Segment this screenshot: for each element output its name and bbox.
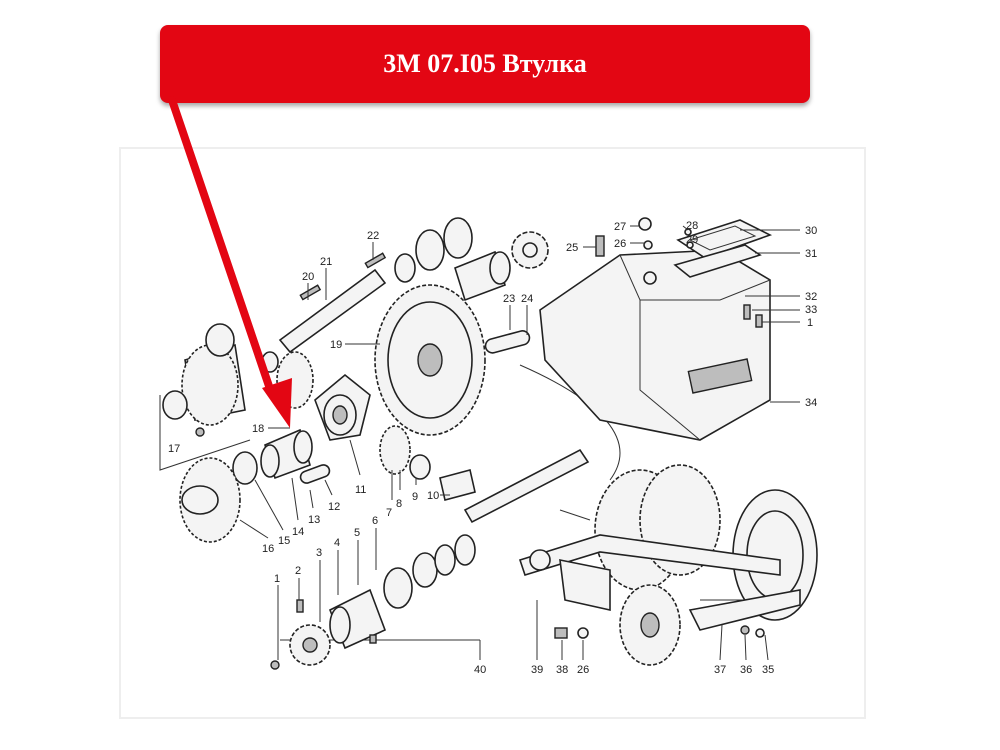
callout-12: 12 xyxy=(328,501,340,513)
bottom-left-parts xyxy=(270,534,476,670)
long-shaft xyxy=(463,448,590,524)
callout-39: 39 xyxy=(531,664,543,676)
callout-16: 16 xyxy=(262,543,274,555)
callout-4: 4 xyxy=(334,537,340,549)
callout-14: 14 xyxy=(292,526,304,538)
callout-33: 33 xyxy=(805,304,817,316)
callout-40: 40 xyxy=(474,664,486,676)
arrowhead-icon xyxy=(262,378,292,428)
callout-31: 31 xyxy=(805,248,817,260)
callout-17: 17 xyxy=(168,443,180,455)
callout-32: 32 xyxy=(805,291,817,303)
callout-38: 38 xyxy=(556,664,568,676)
callout-29: 29 xyxy=(686,234,698,246)
callout-1: 1 xyxy=(274,573,280,585)
callout-35: 35 xyxy=(762,664,774,676)
callout-3: 3 xyxy=(316,547,322,559)
callout-26b: 26 xyxy=(577,664,589,676)
callout-36: 36 xyxy=(740,664,752,676)
gearbox-assembly xyxy=(518,464,818,666)
callout-25: 25 xyxy=(566,242,578,254)
bearing-housing xyxy=(314,373,371,441)
top-sprocket xyxy=(511,231,549,269)
gear-housing xyxy=(539,249,771,441)
callout-24: 24 xyxy=(521,293,533,305)
chain-link xyxy=(484,330,531,354)
callout-26: 26 xyxy=(614,238,626,250)
top-washers xyxy=(394,217,511,302)
callout-11: 11 xyxy=(355,484,366,496)
callout-5: 5 xyxy=(354,527,360,539)
callout-9: 9 xyxy=(412,491,418,503)
callout-28: 28 xyxy=(686,220,698,232)
bolts xyxy=(595,217,763,328)
callout-19: 19 xyxy=(330,339,342,351)
washer-9 xyxy=(409,454,431,480)
callout-20: 20 xyxy=(302,271,314,283)
callout-23: 23 xyxy=(503,293,515,305)
callout-22: 22 xyxy=(367,230,379,242)
callout-13: 13 xyxy=(308,514,320,526)
pinion-8 xyxy=(379,425,411,475)
drawing-frame xyxy=(119,147,866,719)
callout-30: 30 xyxy=(805,225,817,237)
pointer-arrow xyxy=(168,96,292,428)
gear-16 xyxy=(179,457,241,543)
page-title: 3М 07.I05 Втулка xyxy=(383,49,587,78)
callout-2: 2 xyxy=(295,565,301,577)
callout-18: 18 xyxy=(252,423,264,435)
callout-7: 7 xyxy=(386,507,392,519)
bushing-part xyxy=(260,428,313,480)
bushing-10 xyxy=(439,469,476,501)
link-13 xyxy=(299,464,331,484)
washer-15 xyxy=(232,451,258,485)
callout-37: 37 xyxy=(714,664,726,676)
callout-10: 10 xyxy=(427,490,439,502)
callout-8: 8 xyxy=(396,498,402,510)
gear-19 xyxy=(374,284,486,436)
callout-34: 34 xyxy=(805,397,817,409)
nut-17 xyxy=(195,427,205,437)
callout-15: 15 xyxy=(278,535,290,547)
shaft-21 xyxy=(278,252,387,354)
title-banner: 3М 07.I05 Втулка xyxy=(160,25,810,103)
callout-21: 21 xyxy=(320,256,332,268)
washer-17 xyxy=(162,390,188,420)
callout-labels: 1 2 3 4 5 6 7 8 9 10 11 12 13 14 15 16 1… xyxy=(168,220,817,676)
callout-6: 6 xyxy=(372,515,378,527)
callout-27: 27 xyxy=(614,221,626,233)
callout-1b: 1 xyxy=(807,317,813,329)
